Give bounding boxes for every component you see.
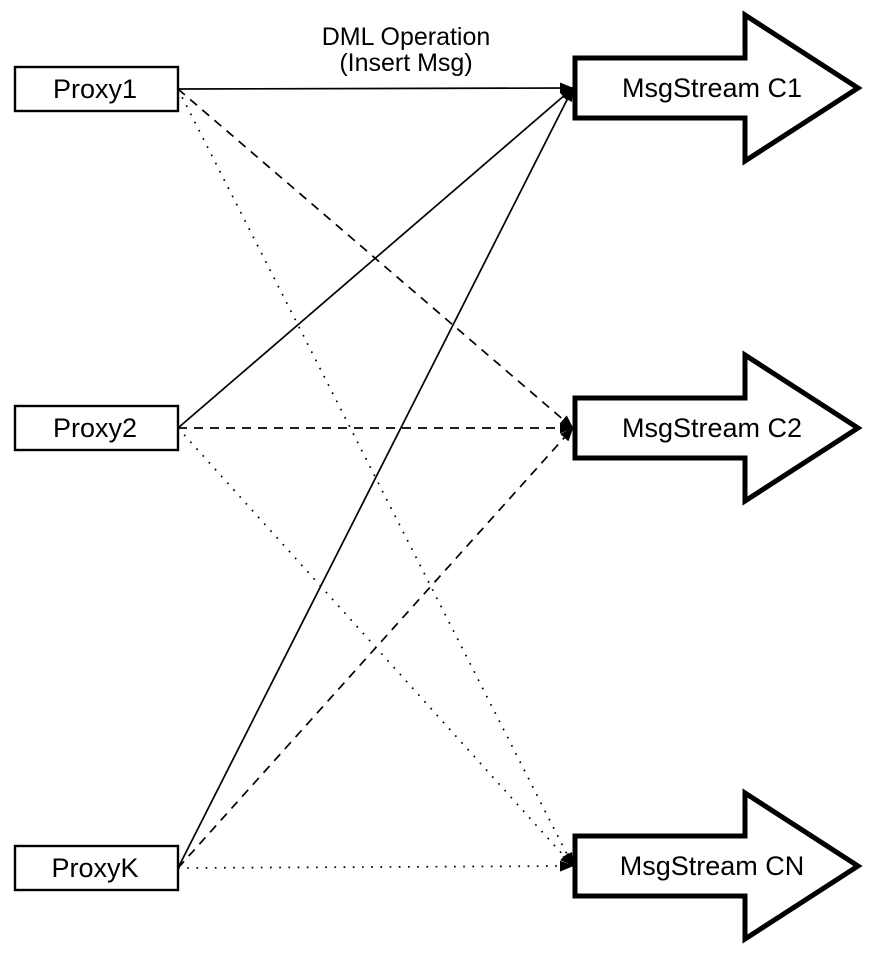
msgstream-c2-label: MsgStream C2 xyxy=(622,413,802,443)
msgstream-cn-label: MsgStream CN xyxy=(620,851,805,881)
msgstream-c2-arrow-shape xyxy=(572,350,863,506)
proxyk-box xyxy=(13,844,180,892)
proxy2-node: Proxy2 xyxy=(13,404,180,452)
proxy2-box xyxy=(13,404,180,452)
edge-lines xyxy=(177,82,574,872)
edge-proxyk-to-cn xyxy=(177,860,574,872)
proxy1-label: Proxy1 xyxy=(53,74,137,104)
msgstream-cn-arrow-shape xyxy=(572,788,863,944)
edge-proxyk-to-c1 xyxy=(177,87,574,869)
proxy2-label: Proxy2 xyxy=(53,413,137,443)
dml-operation-label-line1: DML Operation xyxy=(322,23,491,51)
proxyk-label: ProxyK xyxy=(51,853,138,883)
msgstream-c1-node: MsgStream C1 xyxy=(572,10,863,166)
msgstream-c2-node: MsgStream C2 xyxy=(572,350,863,506)
edge-proxy2-to-c1 xyxy=(177,87,574,429)
edge-proxy1-to-c1 xyxy=(177,82,574,94)
proxyk-node: ProxyK xyxy=(13,844,180,892)
msgstream-cn-node: MsgStream CN xyxy=(572,788,863,944)
dml-operation-label-line2: (Insert Msg) xyxy=(339,49,472,77)
msgstream-c1-label: MsgStream C1 xyxy=(622,73,802,103)
edge-proxyk-to-c2 xyxy=(177,427,574,869)
proxy1-box xyxy=(13,65,180,113)
msgstream-c1-arrow-shape xyxy=(572,10,863,166)
proxy1-node: Proxy1 xyxy=(13,65,180,113)
